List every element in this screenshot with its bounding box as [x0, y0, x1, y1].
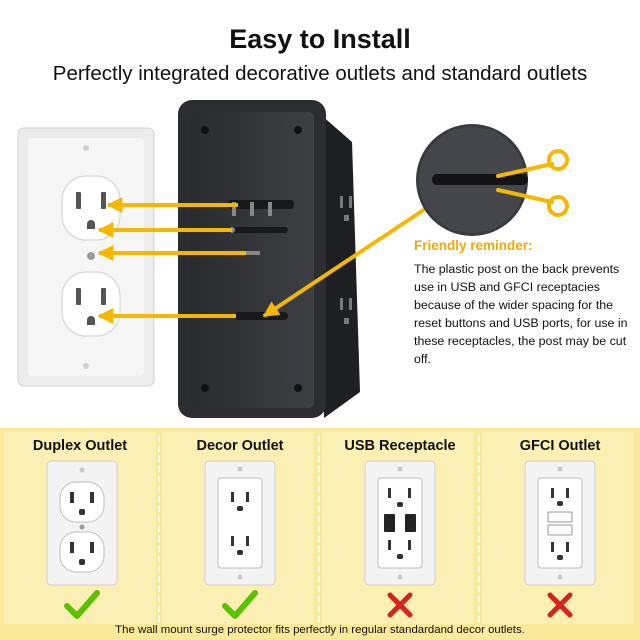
- panel-divider: [158, 436, 160, 622]
- panel-divider: [478, 436, 480, 622]
- page-subtitle: Perfectly integrated decorative outlets …: [52, 62, 588, 85]
- reminder-title: Friendly reminder:: [414, 238, 533, 253]
- post-closeup: [416, 124, 528, 236]
- reminder-text: The plastic post on the back prevents us…: [414, 262, 628, 366]
- cross-icon: [387, 592, 413, 618]
- cross-icon: [547, 592, 573, 618]
- footer-note: The wall mount surge protector fits perf…: [115, 624, 525, 636]
- usb-receptacle-image: [364, 460, 436, 586]
- alignment-arrows: [97, 197, 430, 324]
- check-icon: [64, 590, 100, 619]
- label-decor-outlet: Decor Outlet: [196, 438, 284, 454]
- label-gfci-outlet: GFCI Outlet: [519, 438, 601, 454]
- duplex-wall-plate: [17, 127, 155, 387]
- decor-outlet-image: [204, 460, 276, 586]
- page-title: Easy to Install: [229, 24, 411, 54]
- panel-divider: [318, 436, 320, 622]
- label-duplex-outlet: Duplex Outlet: [32, 438, 128, 454]
- check-icon: [222, 590, 258, 619]
- scissors-icon: [496, 149, 569, 217]
- surge-protector-back: [178, 100, 360, 418]
- duplex-outlet-image: [46, 460, 118, 586]
- installation-diagram: [17, 100, 569, 418]
- label-usb-receptacle: USB Receptacle: [344, 438, 456, 454]
- gfci-outlet-image: [524, 460, 596, 586]
